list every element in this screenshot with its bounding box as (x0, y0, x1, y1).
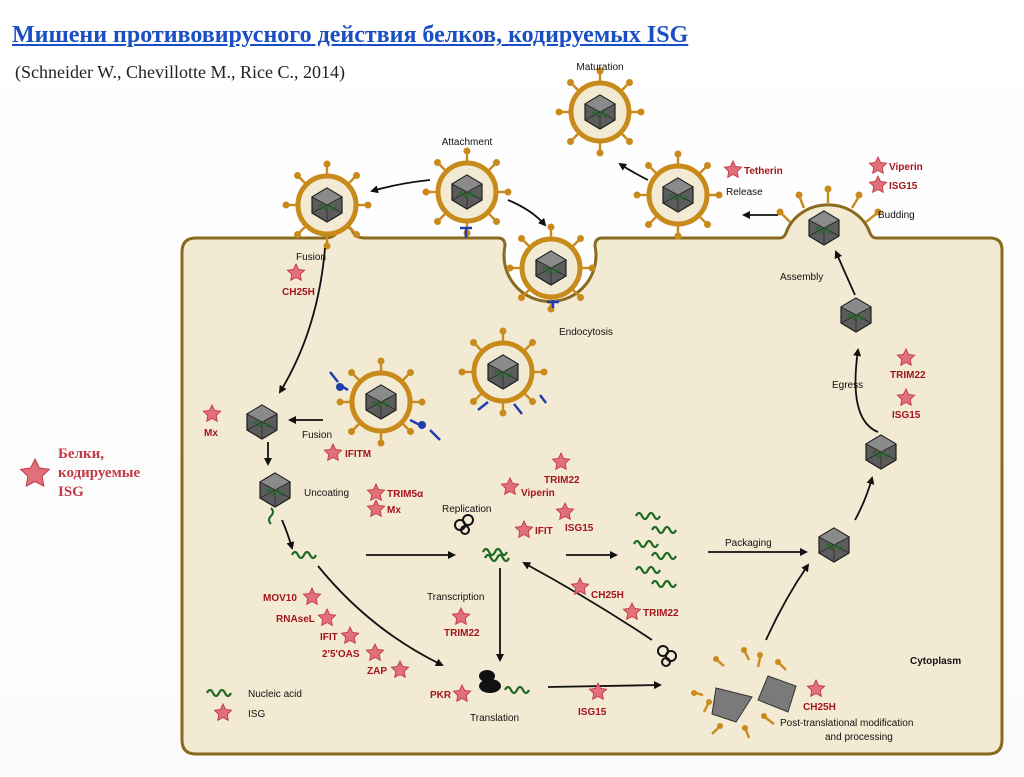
endosome-fusion-virion (337, 358, 426, 447)
isg-trim22-transc: TRIM22 (444, 628, 480, 639)
label-packaging: Packaging (725, 538, 772, 549)
maturation-virion (556, 68, 645, 157)
label-translation: Translation (470, 713, 519, 724)
cell-membrane (180, 203, 1004, 756)
isg-trim22-egress: TRIM22 (890, 370, 926, 381)
side-legend-line1: Белки, (58, 446, 105, 462)
label-cytoplasm: Cytoplasm (910, 656, 961, 667)
label-budding: Budding (878, 210, 915, 221)
label-fusion-top: Fusion (296, 252, 326, 263)
replication-complex-icon (454, 514, 677, 667)
isg-trim22-rep: TRIM22 (544, 475, 580, 486)
budding-spikes (781, 192, 877, 223)
process-arrows (264, 162, 879, 690)
isg-mov10: MOV10 (263, 593, 297, 604)
isg-rnasel: RNAseL (276, 614, 315, 625)
label-release: Release (726, 187, 763, 198)
label-transcription: Transcription (427, 592, 484, 603)
legend-nucleic-acid: Nucleic acid (248, 689, 302, 700)
isg-isg15-egress: ISG15 (892, 410, 921, 421)
slide-title: Мишени противовирусного действия белков,… (12, 22, 689, 48)
ribosome-icon (479, 670, 501, 693)
endosome-virion (459, 328, 548, 417)
star-viperin-top (868, 156, 888, 174)
isg-pkr: PKR (430, 690, 452, 701)
label-ptm-line1: Post-translational modification (780, 718, 913, 729)
isg-tetherin: Tetherin (744, 166, 783, 177)
isg-trim5a: TRIM5α (387, 489, 424, 500)
isg-ifit-left: IFIT (320, 632, 338, 643)
attachment-virion (423, 148, 512, 237)
star-tetherin (723, 160, 743, 178)
isg-isg15-trans: ISG15 (578, 707, 607, 718)
isg-mx-left: Mx (204, 428, 218, 439)
budding-spike-heads (776, 185, 882, 216)
isg-isg15-rep: ISG15 (565, 523, 594, 534)
isg-ch25h-ptm: CH25H (803, 702, 836, 713)
label-assembly: Assembly (780, 272, 823, 283)
isg-trim22-mid: TRIM22 (643, 608, 679, 619)
isg-viperin-rep: Viperin (521, 488, 555, 499)
isg-isg15-top: ISG15 (889, 181, 918, 192)
label-uncoating: Uncoating (304, 488, 349, 499)
label-egress: Egress (832, 380, 863, 391)
receptor-dot (418, 421, 426, 429)
label-attachment: Attachment (442, 137, 493, 148)
isg-viperin-top: Viperin (889, 162, 923, 173)
endocytosis-virion (507, 224, 596, 313)
label-replication: Replication (442, 504, 491, 515)
star-isg15-top (868, 175, 888, 193)
label-maturation: Maturation (576, 62, 623, 73)
receptor-dot (336, 383, 344, 391)
release-virion (634, 151, 723, 240)
label-endocytosis: Endocytosis (559, 327, 613, 338)
isg-ifit-rep: IFIT (535, 526, 553, 537)
side-legend-line2: кодируемые (58, 465, 141, 481)
isg-mx-uncoat: Mx (387, 505, 401, 516)
isg-ifitm: IFITM (345, 449, 371, 460)
fusion-virion (283, 161, 372, 250)
isg-zap: ZAP (367, 666, 387, 677)
legend-isg: ISG (248, 709, 265, 720)
side-legend-line3: ISG (58, 484, 84, 500)
isg-oas: 2'5'OAS (322, 649, 360, 660)
label-fusion-mid: Fusion (302, 430, 332, 441)
citation: (Schneider W., Chevillotte M., Rice C., … (15, 62, 345, 82)
isg-ch25h-fusion: CH25H (282, 287, 315, 298)
uncoating-rna (268, 507, 274, 525)
isg-ch25h-mid: CH25H (591, 590, 624, 601)
protein-fragments (691, 647, 797, 739)
isg-star-icon (19, 457, 51, 488)
label-ptm-line2: and processing (825, 732, 893, 743)
